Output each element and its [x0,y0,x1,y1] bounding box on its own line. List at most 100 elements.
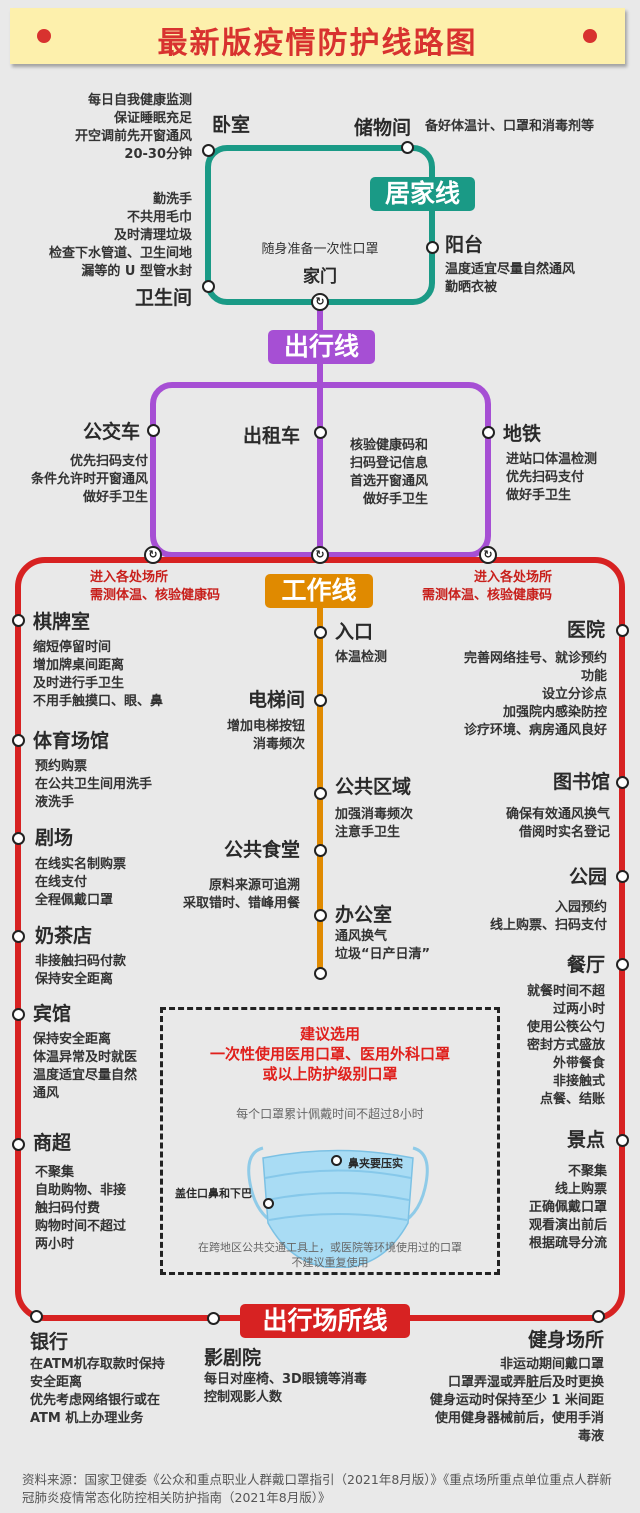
station-label-restaurant: 餐厅 [566,954,605,976]
face-mask-illustration [247,1146,429,1268]
station-desc-bathroom: 勤洗手 不共用毛巾 及时清理垃圾 检查下水管道、卫生间地 漏等的 U 型管水封 [48,192,192,279]
station-dot-bathroom [202,280,215,293]
travel-line-badge: 出行线 [268,330,375,364]
page-title: 最新版疫情防护线路图 [157,26,478,61]
station-dot-restaurant [616,958,629,971]
station-dot-hospital [616,624,629,637]
station-dot-balcony [426,241,439,254]
transfer-icon: ↻ [311,293,329,311]
cover-marker [263,1198,274,1209]
station-desc-stadium: 预约购票 在公共卫生间用洗手 液洗手 [35,759,153,810]
station-dot-bedroom [202,144,215,157]
station-dot-storage [401,141,414,154]
transfer-icon: ↻ [479,546,497,564]
work-line-end-dot [314,967,327,980]
station-label-scenic: 景点 [566,1129,605,1151]
transfer-icon: ↻ [311,546,329,564]
station-desc-restaurant: 就餐时间不超 过两小时 使用公筷公勺 密封方式盛放 外带餐食 非接触式 点餐、结… [526,984,605,1107]
station-dot-metro [482,426,495,439]
station-dot-park [616,870,629,883]
station-desc-public-area: 加强消毒频次 注意手卫生 [335,807,414,840]
station-dot-taxi [314,426,327,439]
station-desc-chess: 缩短停留时间 增加牌桌间距离 及时进行手卫生 不用手触摸口、眼、鼻 [33,640,164,709]
station-label-library: 图书馆 [552,771,610,793]
station-label-hospital: 医院 [566,619,605,641]
station-dot-hotel [12,1008,25,1021]
station-desc-library: 确保有效通风换气 借阅时实名登记 [505,807,610,840]
station-desc-canteen: 原料来源可追溯 采取错时、错峰用餐 [182,878,300,911]
station-label-office: 办公室 [335,904,393,926]
station-dot-stadium [12,734,25,747]
station-label-storage: 储物间 [353,117,411,139]
station-desc-cinema: 每日对座椅、3D眼镜等消毒 控制观影人数 [204,1372,367,1405]
station-desc-bedroom: 每日自我健康监测 保证睡眠充足 开空调前先开窗通风 20-30分钟 [74,93,192,162]
station-desc-balcony: 温度适宜尽量自然通风 勤晒衣被 [445,262,576,295]
station-desc-bus: 优先扫码支付 条件允许时开窗通风 做好手卫生 [30,454,148,505]
station-label-stadium: 体育场馆 [33,730,110,752]
decor-dot [583,29,597,43]
station-label-milktea: 奶茶店 [35,925,93,947]
mask-advice-box: 建议选用 一次性使用医用口罩、医用外科口罩 或以上防护级别口罩 每个口罩累计佩戴… [160,1007,500,1275]
station-label-hotel: 宾馆 [33,1003,72,1025]
station-desc-milktea: 非接触扫码付款 保持安全距离 [35,954,127,987]
decor-dot [37,29,51,43]
door-label: 家门 [303,267,337,287]
station-label-bus: 公交车 [82,421,140,443]
station-label-chess: 棋牌室 [33,611,91,633]
station-dot-theater [12,832,25,845]
work-line-badge: 工作线 [265,574,373,608]
station-desc-theater: 在线实名制购票 在线支付 全程佩戴口罩 [35,857,127,908]
station-label-taxi: 出租车 [242,425,300,447]
station-label-public-area: 公共区域 [335,776,412,798]
station-dot-supermarket [12,1138,25,1151]
station-dot-chess [12,614,25,627]
station-dot-canteen [314,844,327,857]
station-label-cinema: 影剧院 [204,1347,262,1369]
station-dot-scenic [616,1134,629,1147]
station-dot-fitness [592,1310,605,1323]
station-desc-metro: 进站口体温检测 优先扫码支付 做好手卫生 [506,452,598,503]
station-dot-elevator [314,694,327,707]
station-desc-taxi: 核验健康码和 扫码登记信息 首选开窗通风 做好手卫生 [349,438,428,507]
station-label-fitness: 健身场所 [527,1329,604,1351]
transfer-icon: ↻ [144,546,162,564]
station-label-park: 公园 [568,866,607,888]
mask-recommendation: 建议选用 一次性使用医用口罩、医用外科口罩 或以上防护级别口罩 [209,1025,450,1083]
station-label-bedroom: 卧室 [212,114,251,136]
nose-clip-label: 鼻夹要压实 [348,1157,403,1170]
station-desc-hospital: 完善网络挂号、就诊预约 功能 设立分诊点 加强院内感染防控 诊疗环境、病房通风良… [463,651,607,738]
nose-clip-marker [331,1155,342,1166]
entry-note-left: 进入各处场所 需测体温、核验健康码 [90,570,221,603]
station-dot-entrance [314,626,327,639]
station-label-bank: 银行 [30,1331,69,1353]
station-label-supermarket: 商超 [33,1132,72,1154]
station-desc-bank: 在ATM机存取款时保持 安全距离 优先考虑网络银行或在 ATM 机上办理业务 [30,1357,165,1426]
reuse-note: 在跨地区公共交通工具上，或医院等环境使用过的口罩 不建议重复使用 [198,1241,462,1269]
station-desc-entrance: 体温检测 [335,650,388,665]
station-label-metro: 地铁 [503,423,542,445]
station-desc-hotel: 保持安全距离 体温异常及时就医 温度适宜尽量自然 通风 [33,1032,138,1101]
station-desc-fitness: 非运动期间戴口罩 口罩弄湿或弄脏后及时更换 健身运动时保持至少 1 米间距 使用… [429,1357,604,1444]
station-desc-supermarket: 不聚集 自助购物、非接 触扫码付费 购物时间不超过 两小时 [35,1165,127,1252]
station-desc-elevator: 增加电梯按钮 消毒频次 [226,719,305,752]
travel-connector [317,305,323,333]
station-dot-public-area [314,787,327,800]
station-dot-milktea [12,930,25,943]
source-footer: 资料来源：国家卫健委《公众和重点职业人群戴口罩指引（2021年8月版）》《重点场… [22,1472,612,1505]
station-dot-cinema [207,1312,220,1325]
station-desc-scenic: 不聚集 线上购票 正确佩戴口罩 观看演出前后 根据疏导分流 [528,1164,607,1251]
station-desc-park: 入园预约 线上购票、扫码支付 [489,900,607,933]
title-banner: 最新版疫情防护线路图 [10,8,625,64]
station-dot-library [616,776,629,789]
home-line-badge: 居家线 [370,177,475,211]
station-dot-bus [147,424,160,437]
station-label-theater: 剧场 [35,827,74,849]
station-label-entrance: 入口 [335,621,374,643]
station-label-elevator: 电梯间 [247,689,305,711]
station-label-bathroom: 卫生间 [134,287,192,309]
entry-note-right: 进入各处场所 需测体温、核验健康码 [421,570,552,603]
station-label-canteen: 公共食堂 [223,839,300,861]
station-desc-office: 通风换气 垃圾“日产日清” [335,929,431,962]
mask-duration: 每个口罩累计佩戴时间不超过8小时 [236,1107,424,1121]
cover-label: 盖住口鼻和下巴 [175,1187,252,1200]
